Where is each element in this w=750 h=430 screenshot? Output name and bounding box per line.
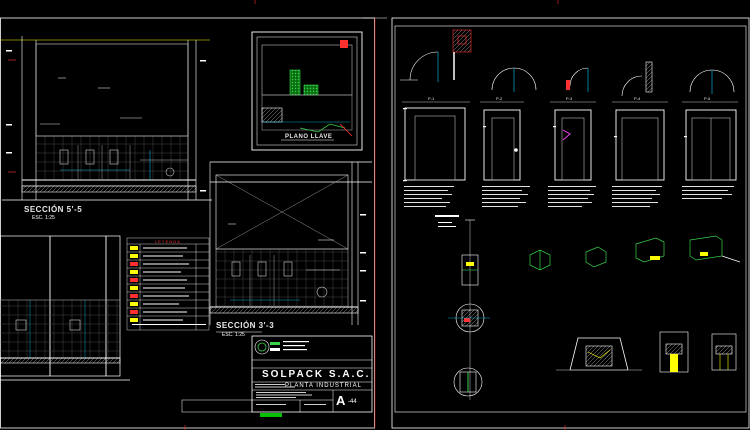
section-5-5-title: SECCIÓN 5'-5 bbox=[24, 205, 83, 214]
key-plan-title: PLANO LLAVE bbox=[285, 134, 333, 140]
sheet-number: -44 bbox=[348, 399, 357, 405]
legend-table bbox=[126, 237, 210, 331]
section-3-3-drawing bbox=[209, 161, 372, 333]
bottom-left-plan-drawing bbox=[0, 235, 130, 381]
detail-label-p1: P-1 bbox=[428, 96, 435, 101]
detail-label-p5: P-5 bbox=[704, 96, 711, 101]
company-name: SOLPACK S.A.C. bbox=[262, 369, 371, 380]
company-logo bbox=[254, 339, 309, 355]
legend-title: L E Y E N D A bbox=[155, 239, 180, 244]
section-3-3-title: SECCIÓN 3'-3 bbox=[216, 321, 275, 330]
key-plan-drawing bbox=[251, 31, 363, 151]
door-swing-plans bbox=[400, 29, 735, 97]
title-block bbox=[181, 335, 373, 413]
section-3-3-scale: ESC. 1:25 bbox=[222, 332, 245, 338]
jamb-details bbox=[435, 215, 490, 400]
detail-label-p2: P-2 bbox=[496, 96, 503, 101]
detail-label-p3: P-3 bbox=[566, 96, 573, 101]
section-5-5-scale: ESC. 1:25 bbox=[32, 215, 55, 221]
section-details bbox=[556, 331, 737, 373]
door-elevations bbox=[402, 101, 738, 181]
project-name: PLANTA INDUSTRIAL bbox=[285, 383, 362, 389]
door-notes bbox=[404, 186, 734, 207]
detail-label-p4: P-4 bbox=[634, 96, 641, 101]
hardware-isometric-details bbox=[529, 235, 741, 271]
section-5-5-drawing bbox=[0, 36, 212, 201]
section-5-5-dimension-ticks bbox=[6, 50, 206, 192]
legend-swatches bbox=[130, 246, 138, 322]
sheet-letter: A bbox=[336, 393, 346, 408]
sheet-frames bbox=[0, 17, 750, 429]
